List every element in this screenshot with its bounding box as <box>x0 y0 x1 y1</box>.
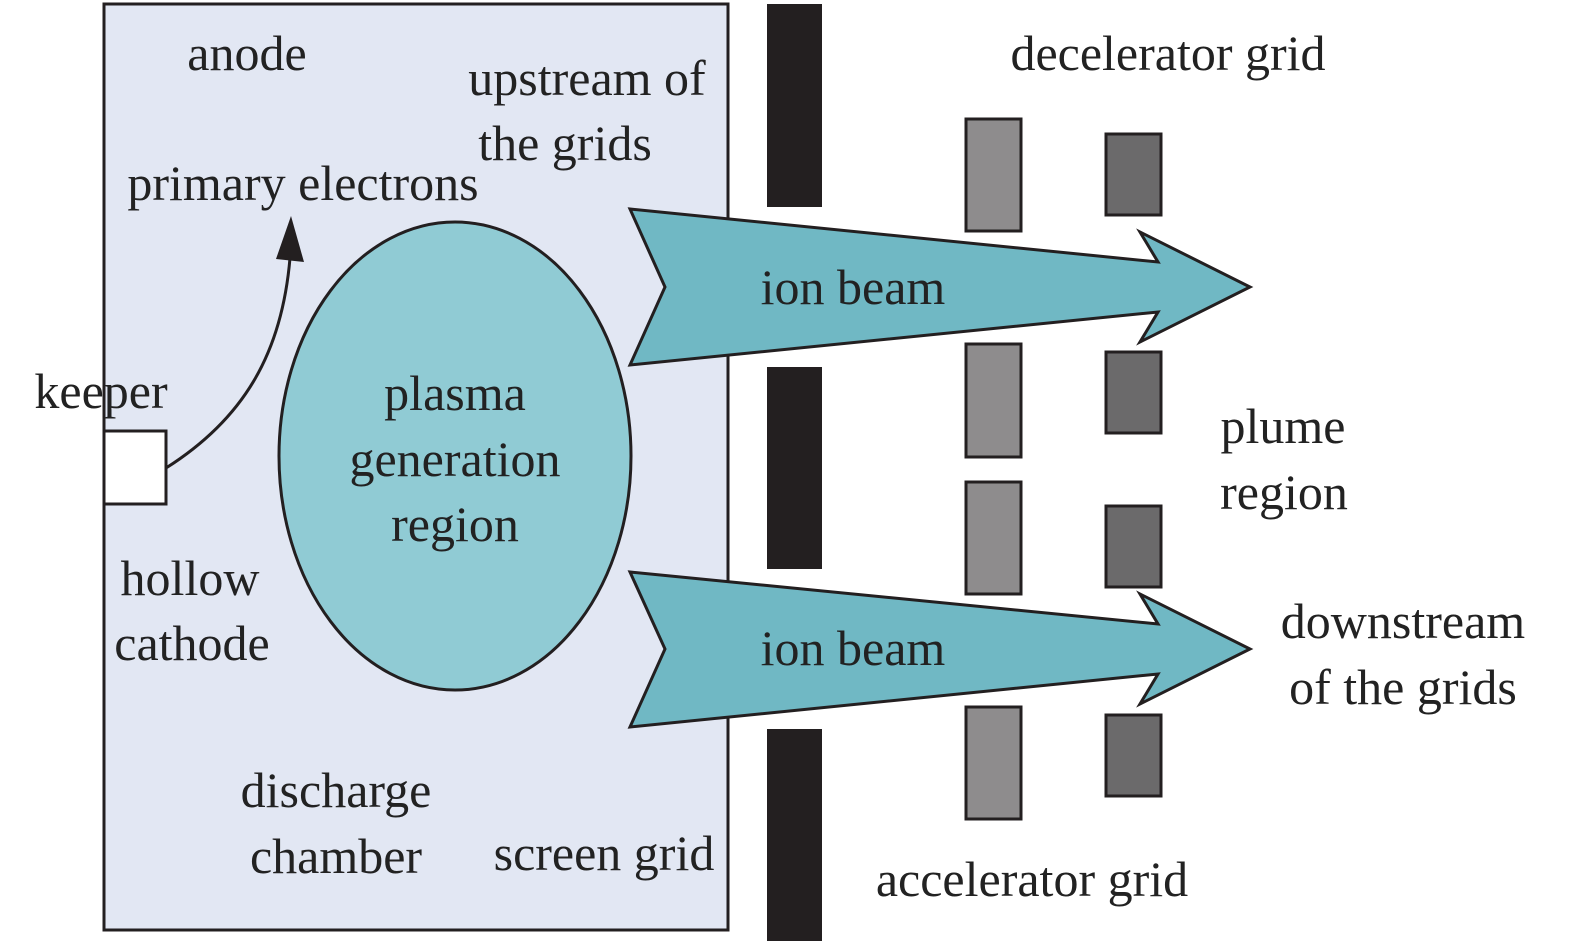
keeper-box <box>102 429 168 506</box>
label-hollow-line2: cathode <box>114 615 269 671</box>
decelerator-grid <box>1104 132 1163 798</box>
screen-grid <box>767 4 822 941</box>
label-plume-line1: plume <box>1221 398 1346 454</box>
label-discharge-line1: discharge <box>241 762 432 818</box>
label-discharge-line2: chamber <box>250 828 422 884</box>
decelerator-grid-segment-4 <box>1104 713 1163 798</box>
label-plasma-line2: generation <box>349 431 560 487</box>
accelerator-grid-segment-1 <box>964 117 1023 233</box>
label-plasma-line1: plasma <box>384 365 526 421</box>
label-upstream-line1: upstream of <box>468 50 706 106</box>
label-anode: anode <box>187 25 306 81</box>
label-accelerator-grid: accelerator grid <box>876 851 1188 907</box>
screen-grid-segment-bottom <box>767 729 822 941</box>
label-ion-beam-upper: ion beam <box>761 259 946 315</box>
label-hollow-line1: hollow <box>121 550 260 606</box>
label-downstream-line1: downstream <box>1281 593 1525 649</box>
accelerator-grid-segment-4 <box>964 705 1023 821</box>
decelerator-grid-segment-2 <box>1104 350 1163 435</box>
ion-beam-lower-arrow <box>627 570 1254 729</box>
label-keeper: keeper <box>34 363 168 419</box>
label-plasma-line3: region <box>391 496 519 552</box>
label-decelerator-grid: decelerator grid <box>1010 25 1325 81</box>
decelerator-grid-segment-3 <box>1104 504 1163 589</box>
label-downstream-line2: of the grids <box>1289 659 1517 715</box>
decelerator-grid-segment-1 <box>1104 132 1163 217</box>
label-plume-line2: region <box>1220 464 1348 520</box>
ion-beam-upper-arrow <box>627 207 1254 367</box>
accelerator-grid-segment-3 <box>964 480 1023 596</box>
screen-grid-segment-middle <box>767 367 822 569</box>
screen-grid-segment-top <box>767 4 822 207</box>
label-primary-electrons: primary electrons <box>127 155 478 211</box>
accelerator-grid-segment-2 <box>964 342 1023 459</box>
accelerator-grid <box>964 117 1023 821</box>
plasma-generation-region <box>277 220 633 692</box>
label-upstream-line2: the grids <box>478 115 652 171</box>
label-ion-beam-lower: ion beam <box>761 620 946 676</box>
primary-electron-arrowhead <box>276 216 304 262</box>
label-screen-grid: screen grid <box>494 825 715 881</box>
primary-electron-path <box>165 257 292 470</box>
